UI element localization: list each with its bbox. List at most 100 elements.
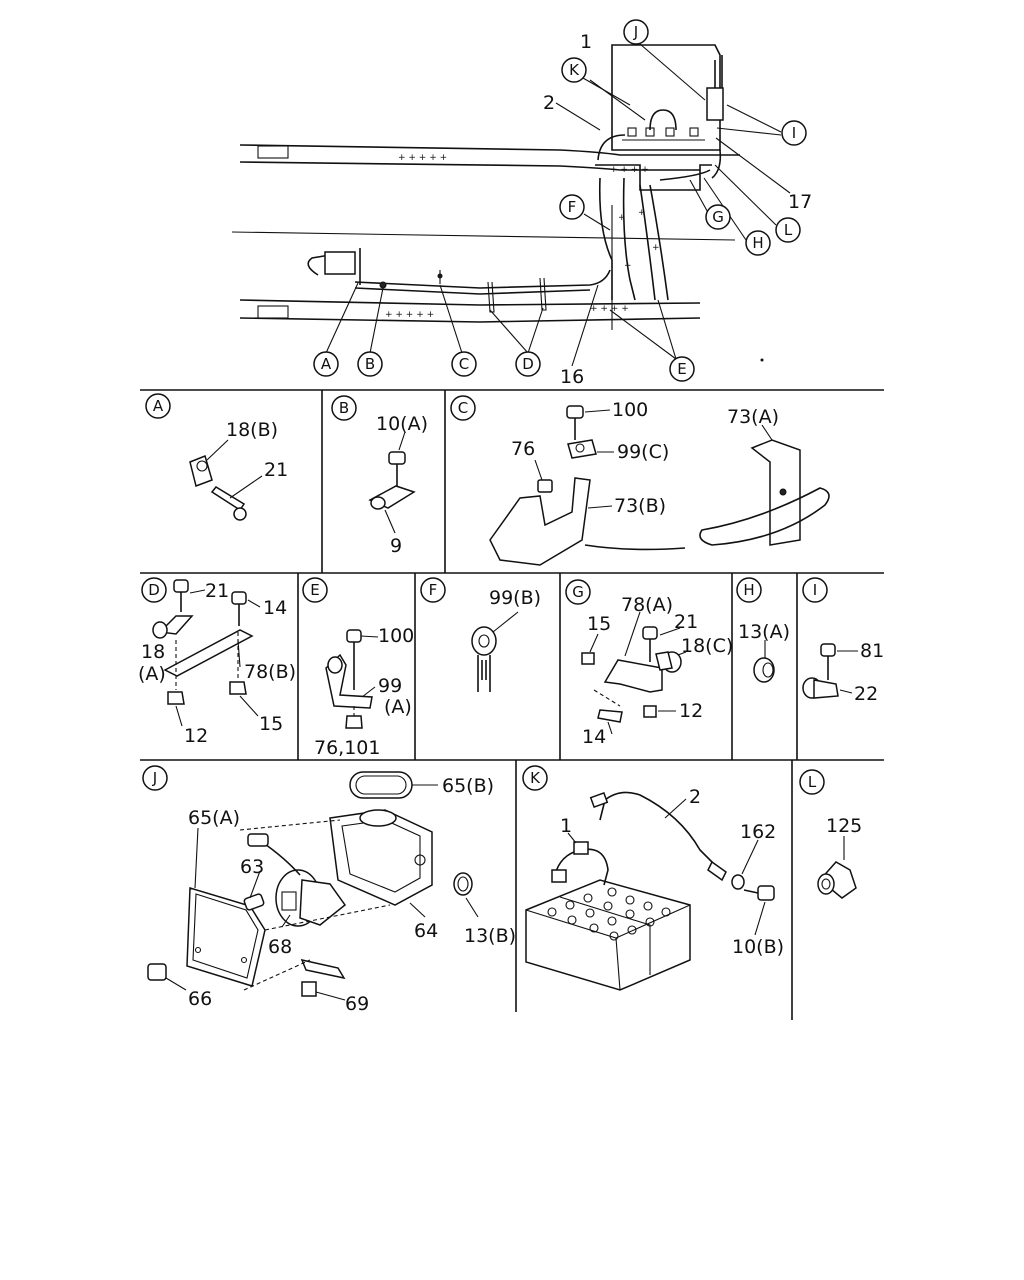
svg-text:H: H bbox=[743, 581, 754, 599]
panel-e-tag: E bbox=[302, 577, 328, 603]
panel-a: A 18(B) 21 bbox=[145, 393, 288, 521]
callout-d[interactable]: D bbox=[515, 351, 541, 377]
callout-number-1: 1 bbox=[580, 31, 592, 53]
label-i-81: 81 bbox=[860, 640, 884, 662]
svg-text:I: I bbox=[813, 581, 817, 599]
label-k-1: 1 bbox=[560, 815, 572, 837]
label-d-12: 12 bbox=[184, 725, 208, 747]
svg-text:F: F bbox=[429, 581, 438, 599]
svg-text:+ + + + +: + + + + + bbox=[398, 153, 447, 163]
panel-b-tag: B bbox=[331, 395, 357, 421]
panel-j-tag: J bbox=[142, 765, 168, 791]
svg-text:+: + bbox=[638, 208, 646, 218]
svg-text:E: E bbox=[310, 581, 319, 599]
callout-b[interactable]: B bbox=[357, 351, 383, 377]
panel-e: E 100 99 (A) 76,101 bbox=[302, 577, 414, 759]
panel-a-tag: A bbox=[145, 393, 171, 419]
panel-b: B 10(A) 9 bbox=[331, 395, 428, 557]
svg-text:D: D bbox=[522, 355, 534, 373]
label-j-64: 64 bbox=[414, 920, 438, 942]
label-c-73b: 73(B) bbox=[614, 495, 666, 517]
label-g-14: 14 bbox=[582, 726, 606, 748]
label-d-18-sub: (A) bbox=[138, 663, 166, 685]
label-a-18b: 18(B) bbox=[226, 419, 278, 441]
svg-text:B: B bbox=[365, 355, 375, 373]
panel-d: D 21 14 18 (A) 78(B) 12 15 bbox=[138, 577, 296, 747]
label-d-15: 15 bbox=[259, 713, 283, 735]
svg-text:+ + + +: + + + + bbox=[590, 304, 629, 314]
svg-text:J: J bbox=[152, 769, 157, 787]
clip-99b-shape bbox=[471, 626, 497, 656]
plate-78b-shape bbox=[163, 629, 254, 677]
svg-text:+ + + + +: + + + + + bbox=[385, 310, 434, 320]
svg-text:K: K bbox=[530, 769, 541, 787]
label-g-78a: 78(A) bbox=[621, 594, 673, 616]
label-j-66: 66 bbox=[188, 988, 212, 1010]
plate-78a-shape bbox=[603, 659, 663, 693]
label-k-162: 162 bbox=[740, 821, 776, 843]
bolt-10b-shape bbox=[757, 885, 775, 901]
label-f-99b: 99(B) bbox=[489, 587, 541, 609]
label-b-10a: 10(A) bbox=[376, 413, 428, 435]
panel-d-tag: D bbox=[141, 577, 167, 603]
callout-g[interactable]: G bbox=[705, 204, 731, 230]
svg-text:L: L bbox=[784, 221, 793, 239]
svg-text:A: A bbox=[321, 355, 332, 373]
callout-j[interactable]: J bbox=[623, 19, 649, 45]
panel-h-tag: H bbox=[736, 577, 762, 603]
bolt-21-shape bbox=[210, 486, 246, 512]
panel-c-tag: C bbox=[450, 395, 476, 421]
label-g-15: 15 bbox=[587, 613, 611, 635]
screw-69-shape bbox=[301, 981, 317, 997]
stray-dot bbox=[760, 358, 764, 362]
panel-i-tag: I bbox=[802, 577, 828, 603]
svg-text:G: G bbox=[572, 583, 584, 601]
label-l-125: 125 bbox=[826, 815, 862, 837]
panel-l: L 125 bbox=[799, 769, 862, 899]
panel-j: J 65(B) 65(A) 63 68 bbox=[142, 765, 516, 1015]
label-j-65a: 65(A) bbox=[188, 807, 240, 829]
label-j-13b: 13(B) bbox=[464, 925, 516, 947]
bracket-73b-shape bbox=[489, 477, 591, 566]
panel-k-tag: K bbox=[522, 765, 548, 791]
panel-f: F 99(B) bbox=[420, 577, 541, 692]
label-k-2: 2 bbox=[689, 786, 701, 808]
panel-l-tag: L bbox=[799, 769, 825, 795]
label-j-65b: 65(B) bbox=[442, 775, 494, 797]
svg-text:C: C bbox=[459, 355, 469, 373]
label-g-21: 21 bbox=[674, 611, 698, 633]
bracket-73a-shape bbox=[750, 439, 801, 546]
svg-text:A: A bbox=[153, 397, 164, 415]
label-e-99: 99 bbox=[378, 675, 402, 697]
panel-i: I 81 22 bbox=[802, 577, 884, 705]
callout-f[interactable]: F bbox=[559, 194, 585, 220]
callout-k[interactable]: K bbox=[561, 57, 587, 83]
bolt-66-shape bbox=[147, 963, 167, 981]
panel-h: H 13(A) bbox=[736, 577, 790, 683]
callout-c[interactable]: C bbox=[451, 351, 477, 377]
callout-l[interactable]: L bbox=[775, 217, 801, 243]
callout-number-2: 2 bbox=[543, 92, 555, 114]
callout-h[interactable]: H bbox=[745, 230, 771, 256]
callout-i[interactable]: I bbox=[781, 120, 807, 146]
bolt-10a-head bbox=[388, 451, 406, 465]
svg-text:F: F bbox=[568, 198, 577, 216]
washer-162-shape bbox=[731, 874, 745, 890]
grommet-13a-shape bbox=[753, 657, 775, 683]
label-d-21: 21 bbox=[205, 580, 229, 602]
panel-k: K 2 1 162 10(B) bbox=[522, 765, 784, 991]
label-e-100: 100 bbox=[378, 625, 414, 647]
callout-e[interactable]: E bbox=[669, 356, 695, 382]
svg-text:G: G bbox=[712, 208, 724, 226]
label-a-21: 21 bbox=[264, 459, 288, 481]
panel-g-tag: G bbox=[565, 579, 591, 605]
label-d-14: 14 bbox=[263, 597, 287, 619]
label-g-12: 12 bbox=[679, 700, 703, 722]
label-c-99c: 99(C) bbox=[617, 441, 669, 463]
label-b-9: 9 bbox=[390, 535, 402, 557]
svg-text:H: H bbox=[752, 234, 763, 252]
svg-text:+: + bbox=[618, 213, 626, 223]
label-j-63: 63 bbox=[240, 856, 264, 878]
callout-a[interactable]: A bbox=[313, 351, 339, 377]
label-k-10b: 10(B) bbox=[732, 936, 784, 958]
